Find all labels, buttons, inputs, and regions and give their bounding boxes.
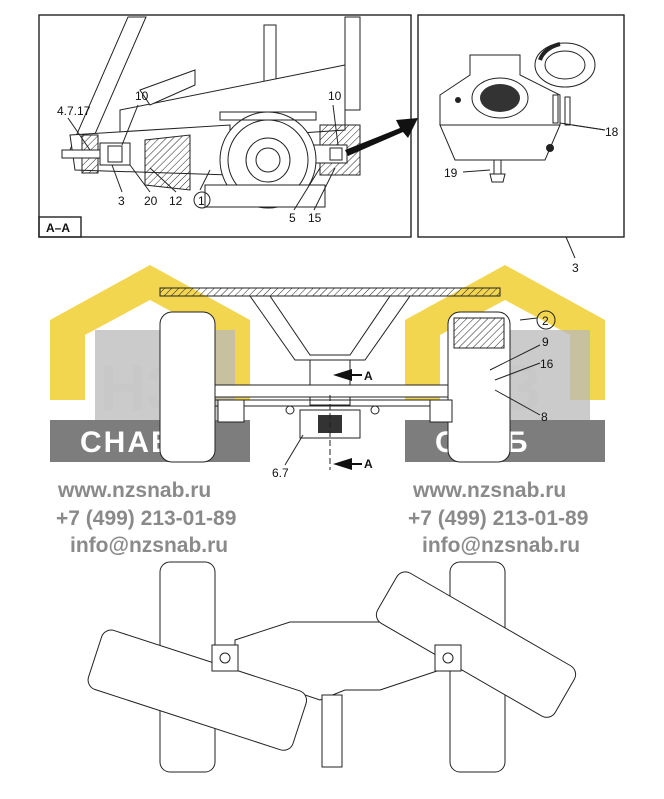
wheel-left-steered (87, 629, 308, 751)
front-view: A A 2 9 16 8 6.7 (159, 287, 556, 480)
wheel-right-front (447, 311, 511, 463)
watermark-phone-right: +7 (499) 213-01-89 (408, 507, 588, 530)
callout-6-7: 6.7 (272, 466, 289, 480)
callout-10-left: 10 (135, 89, 149, 103)
watermark-email-right: info@nzsnab.ru (422, 534, 580, 557)
callout-1: 1 (198, 194, 205, 208)
watermark-phone-left: +7 (499) 213-01-89 (56, 507, 236, 530)
wheel-left-front (159, 311, 216, 463)
section-label-box (38, 216, 82, 238)
callout-16: 16 (540, 357, 554, 371)
watermark-url-right: www.nzsnab.ru (412, 479, 566, 502)
callout-15: 15 (308, 211, 322, 225)
section-view-a-a: A–A (38, 14, 412, 238)
callout-19: 19 (444, 166, 458, 180)
detail-pointer-arrow (345, 118, 418, 156)
detail-view-bearing: 18 19 3 (417, 14, 625, 275)
callout-10-right: 10 (328, 89, 342, 103)
callout-20: 20 (144, 194, 158, 208)
watermark-logo-left: СНАБ (80, 426, 175, 459)
plan-view (87, 561, 577, 773)
callout-2-circle (536, 310, 556, 330)
callout-9: 9 (542, 335, 549, 349)
section-label: A–A (46, 221, 70, 235)
callout-4-7-17: 4.7.17 (57, 104, 91, 118)
callout-5: 5 (289, 211, 296, 225)
callout-2: 2 (542, 314, 549, 328)
callout-12: 12 (169, 194, 183, 208)
callout-3-section: 3 (118, 194, 125, 208)
section-arrow-a-upper: A (364, 369, 373, 383)
callout-1-circle (193, 191, 211, 209)
watermark-url-left: www.nzsnab.ru (57, 479, 211, 502)
callout-8: 8 (541, 410, 548, 424)
callout-18: 18 (605, 125, 619, 139)
watermark-email-left: info@nzsnab.ru (70, 534, 228, 557)
section-arrow-a-lower: A (364, 457, 373, 471)
callout-3-detail: 3 (572, 261, 579, 275)
